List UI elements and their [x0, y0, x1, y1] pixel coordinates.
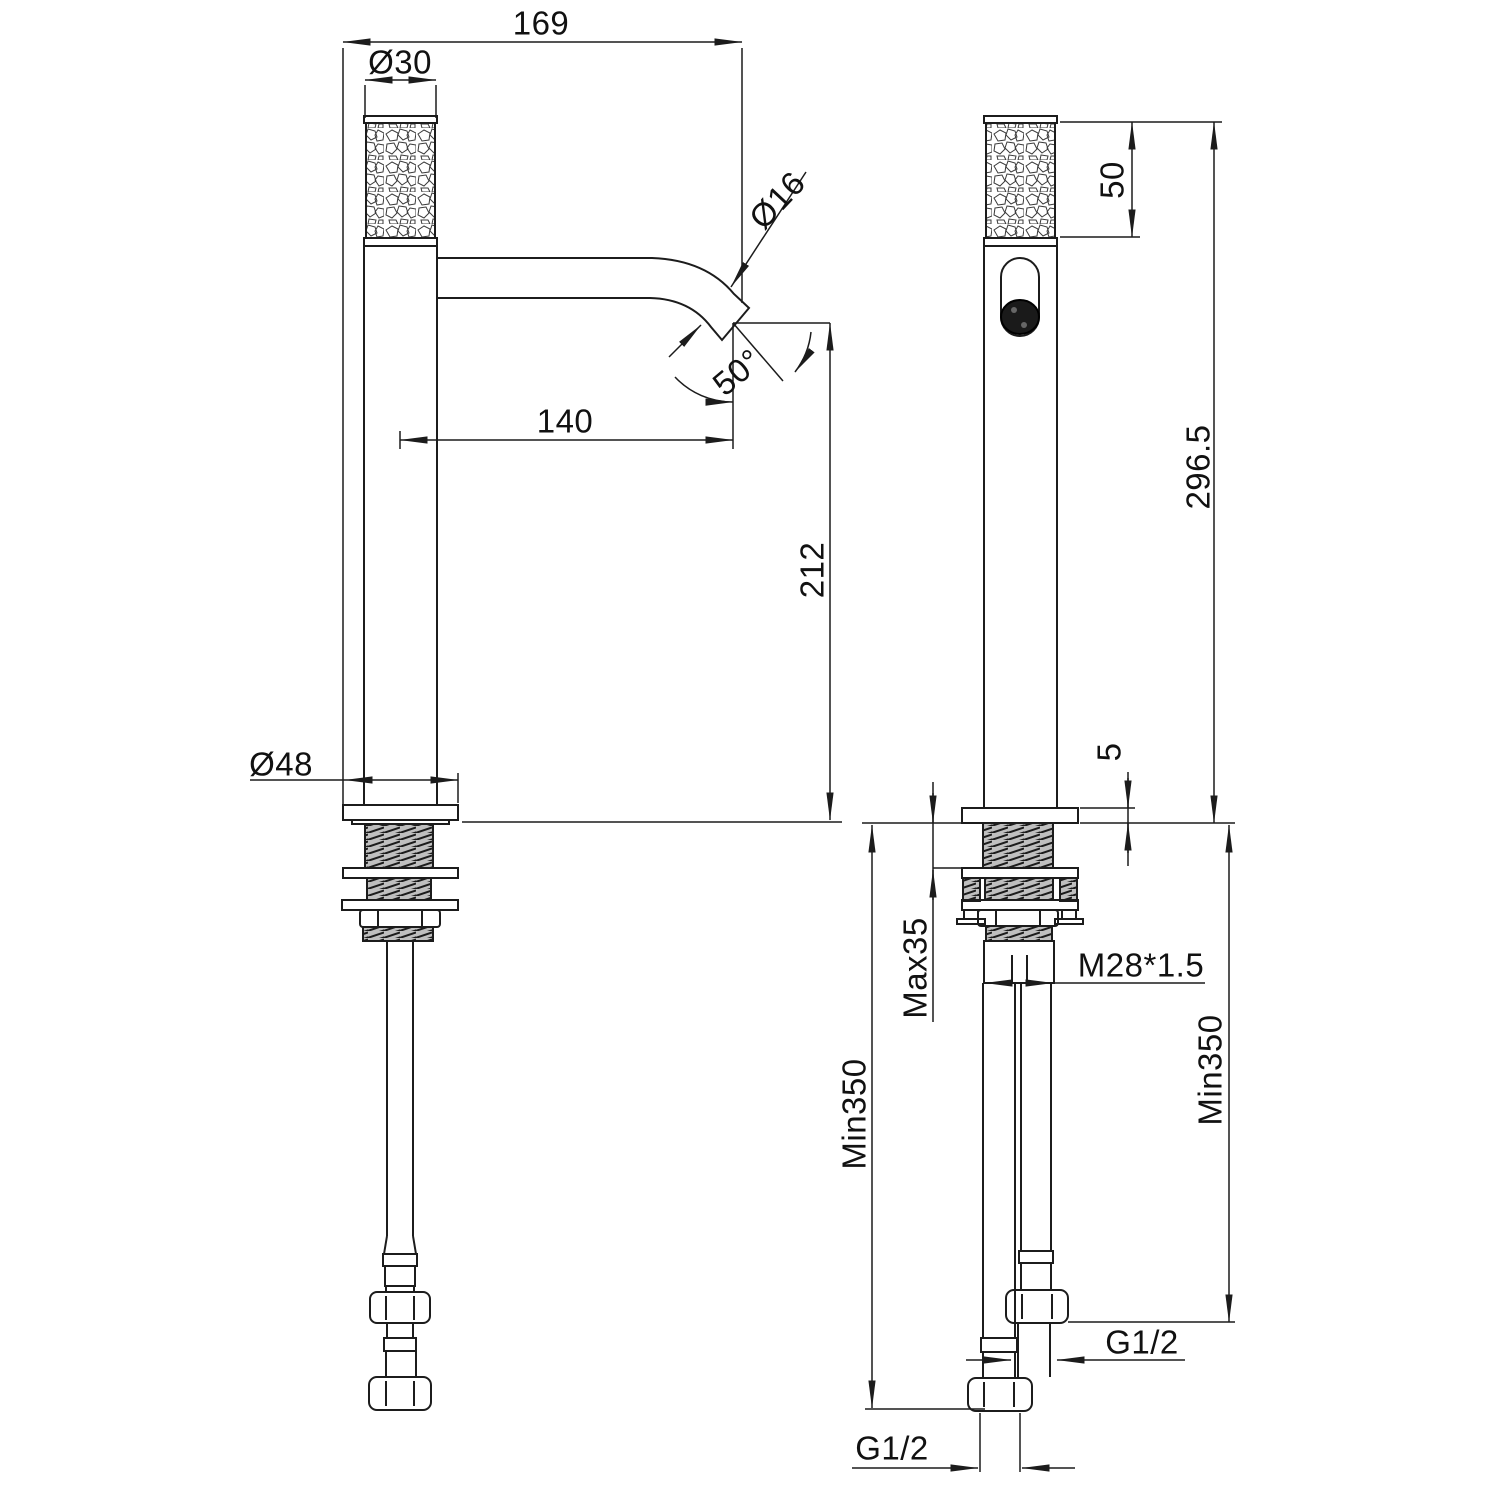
- front-view: [250, 38, 842, 1411]
- front-hose-nut-upper: [369, 1291, 431, 1324]
- front-thread-shank: [364, 823, 434, 869]
- side-lock-nut: [977, 909, 1059, 927]
- front-handle-knurl-texture: [365, 122, 436, 239]
- front-lock-nut: [359, 909, 441, 928]
- side-thread-shank: [982, 822, 1054, 869]
- valve-body: [983, 940, 1055, 984]
- dim-max-deck-thickness: Max35: [896, 917, 934, 1019]
- front-hose-nut-lower: [368, 1376, 432, 1411]
- side-mounting-hardware: [956, 807, 1084, 984]
- side-body: [983, 246, 1058, 808]
- aerator-face: [1000, 299, 1040, 335]
- side-view: [852, 115, 1235, 1472]
- dim-shank-thread: M28*1.5: [1077, 946, 1205, 984]
- side-hose-nut-back: [1005, 1289, 1069, 1324]
- dim-spout-height: 212: [793, 541, 831, 599]
- front-spout: [437, 257, 751, 342]
- side-dimension-lines: [852, 121, 1235, 1472]
- spout-outlet-slot: [1000, 257, 1040, 337]
- dim-total-height: 296.5: [1179, 424, 1217, 510]
- side-supply-hoses: [967, 983, 1069, 1412]
- dim-reach-from-center: 140: [536, 402, 594, 440]
- side-hose-nut-front: [967, 1377, 1033, 1412]
- dim-handle-height: 50: [1093, 161, 1131, 199]
- dim-base-diameter: Ø48: [249, 745, 313, 783]
- front-handle: [363, 115, 438, 247]
- dim-inlet-thread-back: G1/2: [1105, 1323, 1179, 1361]
- dim-flange-thickness: 5: [1090, 742, 1128, 762]
- front-mounting-hardware: [341, 804, 459, 942]
- front-supply-hoses: [368, 941, 432, 1411]
- front-dimension-lines: [250, 38, 842, 823]
- dim-reach-overall: 169: [512, 4, 570, 42]
- side-handle-knurl-texture: [985, 122, 1056, 239]
- dim-hose-length-back: Min350: [1191, 1014, 1229, 1126]
- dim-inlet-thread-front: G1/2: [855, 1429, 929, 1467]
- side-handle: [983, 115, 1058, 247]
- dim-handle-diameter: Ø30: [368, 43, 432, 81]
- dim-hose-length-front: Min350: [835, 1058, 873, 1170]
- front-body: [363, 246, 438, 805]
